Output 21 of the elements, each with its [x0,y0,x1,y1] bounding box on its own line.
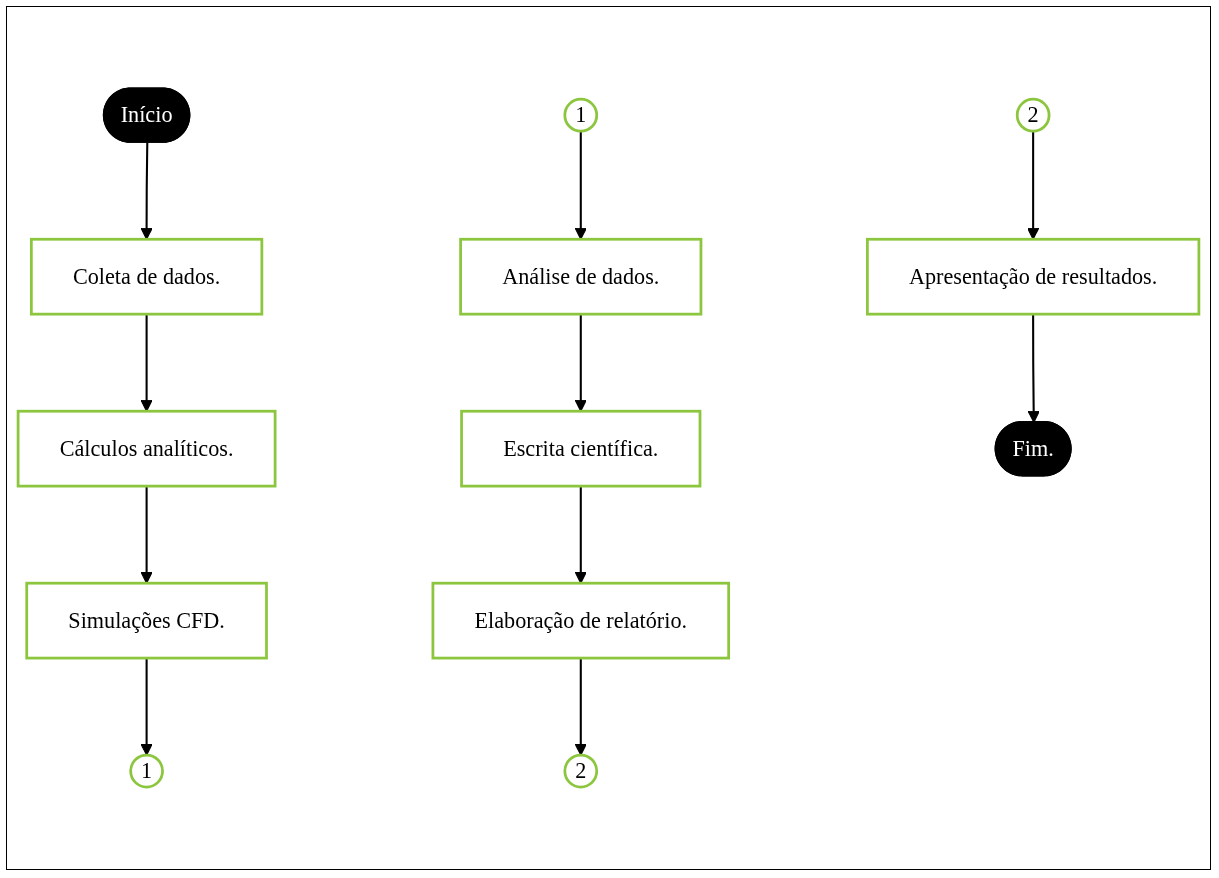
node-box: Coleta de dados. [29,237,264,316]
arrow [140,142,153,240]
arrow [140,314,153,412]
arrow [574,131,587,240]
arrow [1027,314,1040,423]
node-circle: 1 [563,97,599,133]
arrow [1027,131,1040,240]
arrow [574,486,587,584]
node-circle: 2 [1015,97,1051,133]
node-box: Elaboração de relatório. [431,581,731,660]
arrow [140,486,153,584]
node-box: Análise de dados. [459,237,703,316]
arrow [574,658,587,756]
node-box: Cálculos analíticos. [16,409,277,488]
node-box: Apresentação de resultados. [866,237,1201,316]
node-circle: 1 [129,753,164,789]
arrow [140,658,153,756]
arrow [574,314,587,412]
node-box: Simulações CFD. [25,581,268,660]
node-circle: 2 [563,753,599,789]
node-box: Escrita científica. [460,409,702,488]
